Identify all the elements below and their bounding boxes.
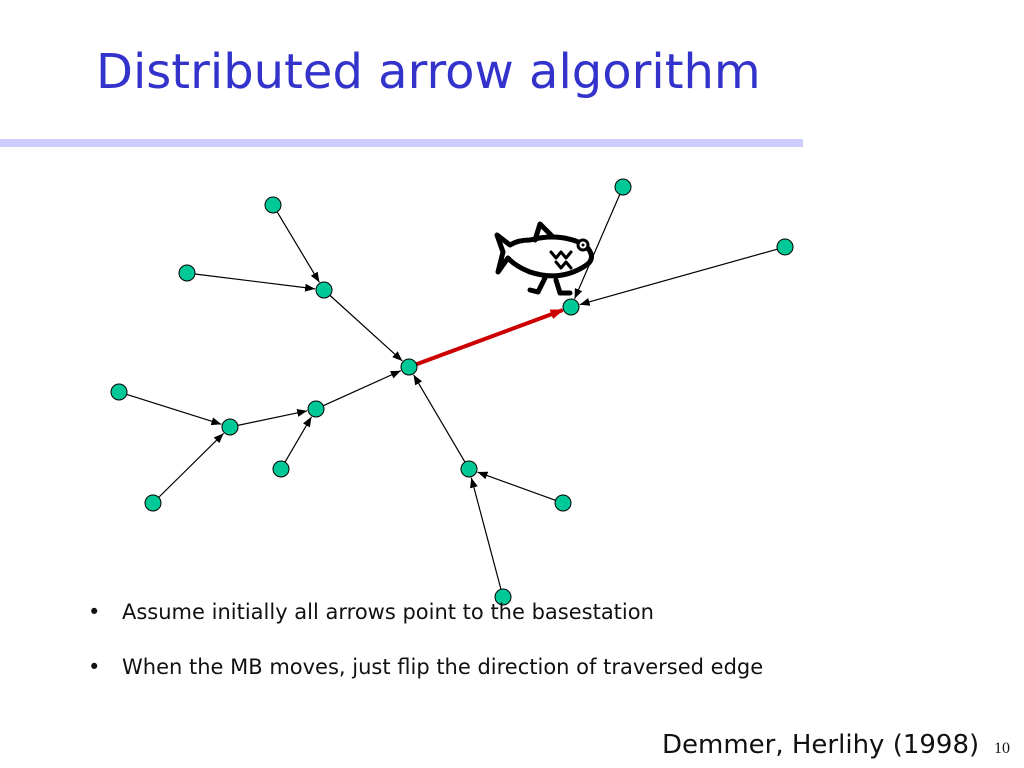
bullet-marker: • xyxy=(88,655,101,679)
edge-arrow xyxy=(574,194,621,299)
edge-arrow xyxy=(413,374,466,463)
edge-arrow xyxy=(329,294,403,362)
edge-arrow xyxy=(323,370,402,407)
bullet-item: • When the MB moves, just flip the direct… xyxy=(88,655,763,710)
tree-node xyxy=(400,358,418,376)
bullet-text: Assume initially all arrows point to the… xyxy=(122,600,654,624)
citation: Demmer, Herlihy (1998) xyxy=(662,730,980,760)
tree-node xyxy=(144,494,162,512)
edge-arrow xyxy=(477,471,556,501)
edge-arrow xyxy=(579,248,778,306)
edge-arrow xyxy=(237,408,308,426)
bullet-list: • Assume initially all arrows point to th… xyxy=(88,600,763,710)
tree-node xyxy=(776,238,794,256)
flipped-edge-arrow xyxy=(415,308,565,367)
tree-node xyxy=(178,264,196,282)
edge-arrow xyxy=(470,477,502,590)
tree-node xyxy=(554,494,572,512)
tree-node xyxy=(272,460,290,478)
mobile-node xyxy=(562,298,580,316)
bullet-text: When the MB moves, just flip the directi… xyxy=(122,655,764,679)
edge-arrow xyxy=(194,273,316,292)
title-underline xyxy=(0,139,803,147)
bullet-item: • Assume initially all arrows point to th… xyxy=(88,600,763,655)
edge-arrow xyxy=(158,432,225,498)
tree-node xyxy=(110,383,128,401)
tree-node xyxy=(614,178,632,196)
tree-node xyxy=(307,400,325,418)
edge-arrow xyxy=(126,393,222,426)
bullet-marker: • xyxy=(88,600,101,624)
tree-node xyxy=(494,588,512,606)
page-number: 10 xyxy=(994,740,1010,757)
tree-node xyxy=(221,418,239,436)
edge-arrow xyxy=(276,211,320,283)
fish-mobile-icon xyxy=(494,221,594,296)
tree-node xyxy=(460,460,478,478)
tree-node xyxy=(264,196,282,214)
tree-node xyxy=(315,281,333,299)
slide-title: Distributed arrow algorithm xyxy=(96,44,761,100)
edge-arrow xyxy=(284,416,312,463)
